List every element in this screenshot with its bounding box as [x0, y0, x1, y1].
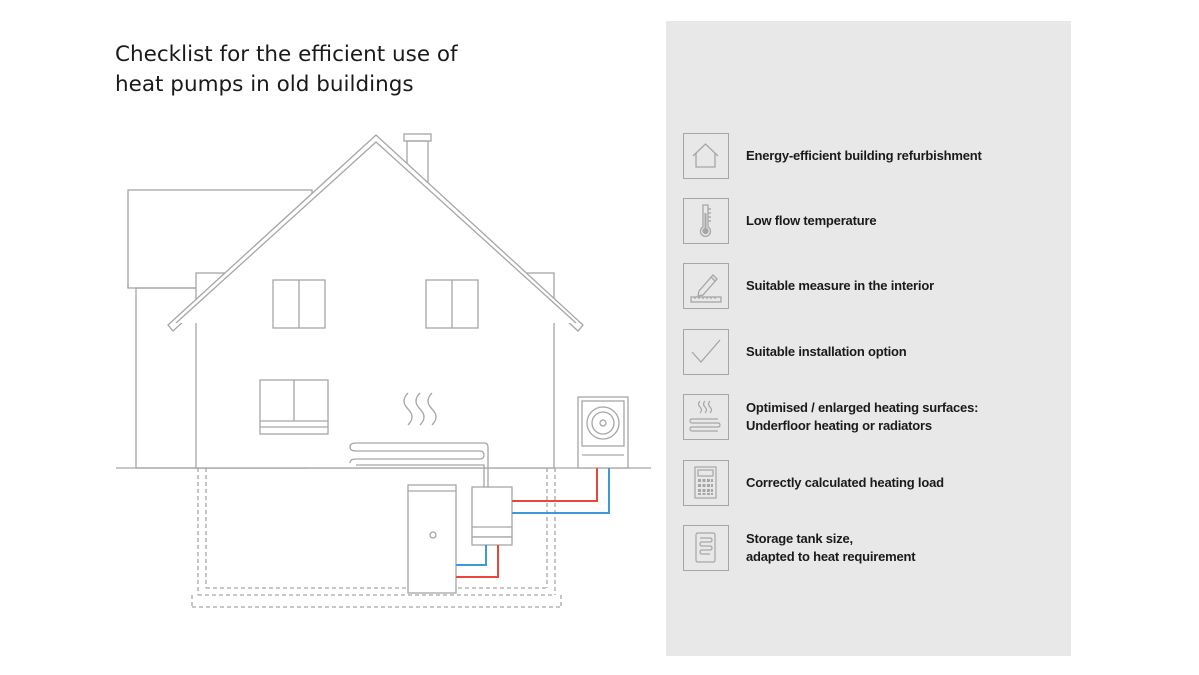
checklist-item-text: Suitable installation option [746, 344, 907, 359]
pencil-ruler-icon [683, 263, 729, 309]
checkmark-icon [683, 329, 729, 375]
checklist-item: Correctly calculated heating load [683, 460, 1063, 508]
checklist-item-text: Storage tank size, adapted to heat requi… [746, 531, 916, 564]
checklist-item-text: Optimised / enlarged heating surfaces: U… [746, 400, 979, 433]
checklist-item-text: Correctly calculated heating load [746, 475, 944, 490]
underfloor-heating [349, 442, 489, 487]
outdoor-heat-pump-unit [577, 396, 629, 469]
basement-outline [191, 468, 562, 608]
flow-pipe-tank [456, 545, 499, 578]
return-pipe-outdoor [512, 468, 610, 514]
checklist-item: Storage tank size, adapted to heat requi… [683, 525, 1063, 573]
roof [167, 134, 584, 332]
window-upper-right [425, 279, 479, 329]
flow-pipe-outdoor [512, 468, 598, 502]
return-pipe-tank [456, 545, 487, 566]
storage-tank-icon [683, 525, 729, 571]
checklist-item: Suitable measure in the interior [683, 263, 1063, 311]
checklist-panel: Energy-efficient building refurbishment … [666, 21, 1071, 656]
title-line-1: Checklist for the efficient use of [115, 42, 458, 67]
checklist-item: Suitable installation option [683, 329, 1063, 377]
house-icon [683, 133, 729, 179]
heating-surface-icon [683, 394, 729, 440]
checklist-item: Optimised / enlarged heating surfaces: U… [683, 394, 1063, 442]
house-diagram [116, 133, 651, 608]
title-line-2: heat pumps in old buildings [115, 72, 414, 97]
checklist-item: Low flow temperature [683, 198, 1063, 246]
calculator-icon [683, 460, 729, 506]
window-lower [259, 379, 329, 435]
thermometer-icon [683, 198, 729, 244]
page-title: Checklist for the efficient use of heat … [115, 40, 535, 100]
checklist-item-text: Low flow temperature [746, 213, 877, 228]
storage-tank [407, 484, 457, 594]
window-upper-left [272, 279, 326, 329]
indoor-unit [471, 486, 513, 546]
checklist-item-text: Suitable measure in the interior [746, 278, 934, 293]
checklist-item-text: Energy-efficient building refurbishment [746, 148, 982, 163]
heat-waves [403, 392, 437, 426]
checklist-item: Energy-efficient building refurbishment [683, 133, 1063, 181]
